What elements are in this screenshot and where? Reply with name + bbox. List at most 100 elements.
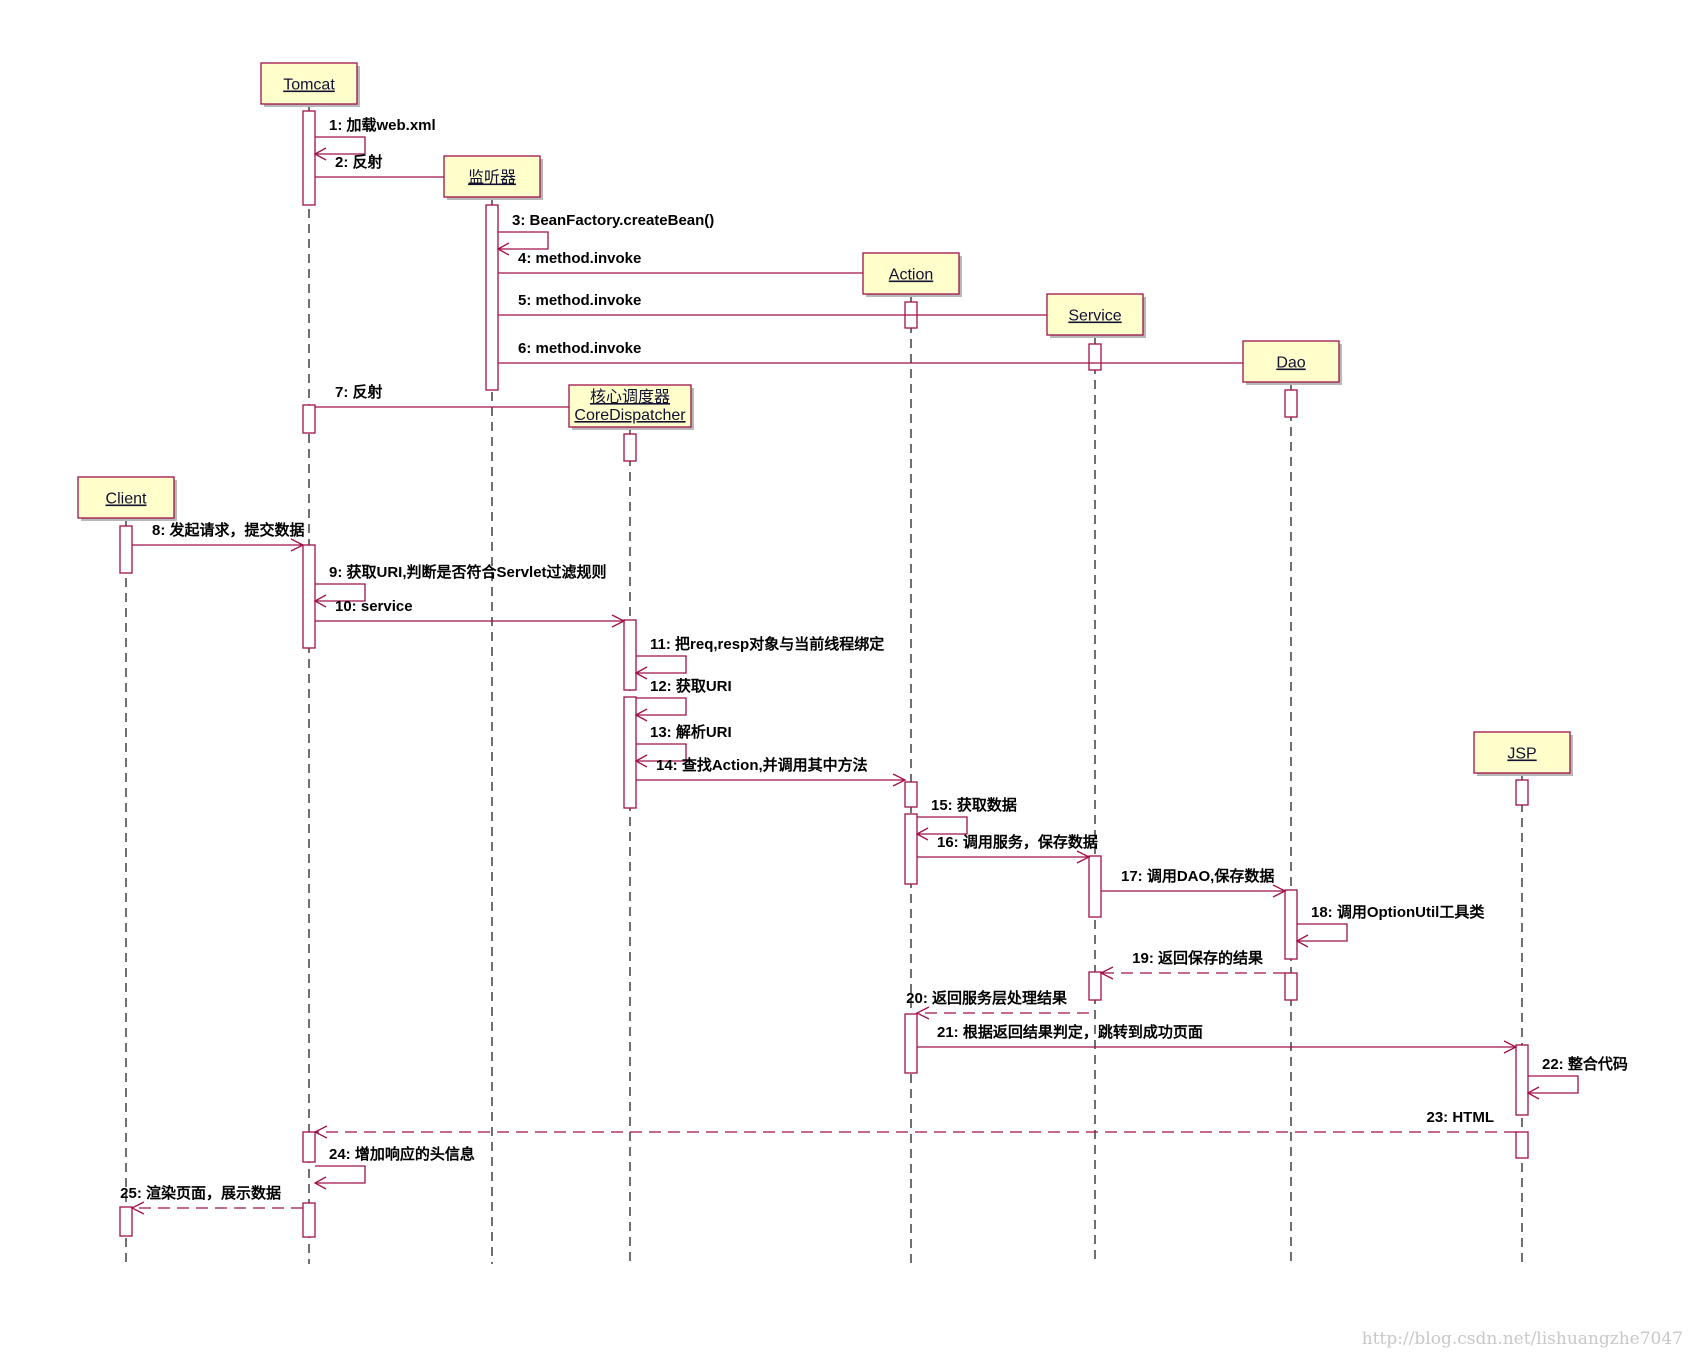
message-15: 15: 获取数据 (915, 796, 1017, 841)
message-label: 2: 反射 (335, 153, 383, 171)
message-line (636, 655, 687, 674)
message-label: 10: service (335, 598, 413, 615)
arrow-head (1076, 850, 1091, 864)
message-label: 5: method.invoke (518, 292, 641, 309)
message-label: 1: 加载web.xml (329, 116, 436, 134)
activation-listener (485, 204, 499, 391)
activation-service (1088, 855, 1102, 918)
activation-action (904, 813, 918, 885)
activation-tomcat (302, 1131, 316, 1163)
participant-box (1473, 731, 1571, 774)
activation-action (904, 1013, 918, 1074)
message-line (636, 697, 687, 716)
arrow-head (634, 666, 648, 680)
participant-listener: 监听器 (443, 155, 543, 200)
activation-core (623, 619, 637, 691)
message-19: 19: 返回保存的结果 (1099, 949, 1285, 980)
message-14: 14: 查找Action,并调用其中方法 (636, 756, 907, 787)
participant-box (77, 476, 175, 519)
activation-jsp (1515, 779, 1529, 806)
message-label: 24: 增加响应的头信息 (329, 1145, 475, 1163)
participant-box (443, 155, 541, 198)
arrow-head (1295, 934, 1309, 948)
watermark: http://blog.csdn.net/lishuangzhe7047 (1362, 1329, 1683, 1349)
participant-label: 监听器 (468, 169, 516, 187)
activation-tomcat (302, 110, 316, 206)
message-6: 6: method.invoke (498, 340, 1287, 370)
message-16: 16: 调用服务，保存数据 (917, 833, 1098, 864)
participant-box (260, 62, 358, 105)
arrow-head (611, 614, 626, 628)
messages: 1: 加载web.xml 2: 反射 3: BeanFactory.createBe… (120, 116, 1628, 1215)
message-label: 16: 调用服务，保存数据 (937, 833, 1098, 851)
message-23: 23: HTML (313, 1109, 1516, 1139)
message-21: 21: 根据返回结果判定，跳转到成功页面 (917, 1023, 1518, 1054)
arrow-head (1272, 884, 1287, 898)
message-13: 13: 解析URI (634, 723, 732, 768)
message-label: 25: 渲染页面，展示数据 (120, 1184, 281, 1202)
message-line (498, 231, 549, 250)
participant-dao: Dao (1242, 340, 1342, 385)
message-5: 5: method.invoke (498, 292, 1091, 322)
message-label: 8: 发起请求，提交数据 (152, 521, 305, 539)
message-line (315, 583, 366, 602)
message-line (315, 136, 366, 155)
message-line (1528, 1075, 1579, 1094)
arrow-head (313, 594, 327, 608)
participant-jsp: JSP (1473, 731, 1573, 776)
participant-box (568, 384, 692, 428)
message-label: 18: 调用OptionUtil工具类 (1311, 903, 1485, 921)
arrow-head (915, 827, 929, 841)
participant-label: Client (106, 491, 147, 508)
participant-label: Action (889, 267, 933, 284)
arrow-head (1526, 1086, 1540, 1100)
arrow-head (1503, 1040, 1518, 1054)
participant-client: Client (77, 476, 177, 521)
message-line (917, 816, 968, 835)
message-label: 15: 获取数据 (931, 796, 1017, 814)
message-22: 22: 整合代码 (1526, 1055, 1628, 1100)
message-17: 17: 调用DAO,保存数据 (1101, 867, 1287, 898)
arrow-head (634, 708, 648, 722)
message-24: 24: 增加响应的头信息 (313, 1145, 475, 1190)
message-label: 9: 获取URI,判断是否符合Servlet过滤规则 (329, 563, 607, 581)
participant-service: Service (1046, 293, 1146, 338)
arrow-head (496, 242, 510, 256)
arrow-head (634, 754, 648, 768)
message-12: 12: 获取URI (634, 677, 732, 722)
arrow-head (892, 773, 907, 787)
activation-tomcat (302, 404, 316, 434)
participant-label: 核心调度器 (590, 388, 670, 406)
message-label: 22: 整合代码 (1542, 1055, 1628, 1073)
message-label: 12: 获取URI (650, 677, 732, 695)
activation-core (623, 696, 637, 809)
message-4: 4: method.invoke (498, 250, 907, 280)
participant-label: Service (1068, 308, 1121, 325)
participant-box (1046, 293, 1144, 336)
activation-action (904, 781, 918, 808)
participant-label: JSP (1507, 746, 1536, 763)
message-line (1297, 923, 1348, 942)
message-label: 7: 反射 (335, 383, 383, 401)
arrow-head (130, 1201, 145, 1215)
arrow-head (915, 1006, 930, 1020)
lifelines (125, 104, 1523, 1264)
participant-box (1242, 340, 1340, 383)
message-label: 19: 返回保存的结果 (1132, 949, 1264, 967)
message-3: 3: BeanFactory.createBean() (496, 212, 714, 256)
message-10: 10: service (315, 598, 626, 628)
arrow-head (313, 1176, 327, 1190)
activation-service (1088, 971, 1102, 1001)
message-1: 1: 加载web.xml (313, 116, 436, 161)
activation-client (119, 1206, 133, 1237)
participant-label: CoreDispatcher (574, 407, 686, 424)
participant-action: Action (862, 252, 962, 297)
arrow-head (290, 538, 305, 552)
message-label: 11: 把req,resp对象与当前线程绑定 (650, 635, 884, 653)
activation-tomcat (302, 1202, 316, 1238)
activation-jsp (1515, 1131, 1529, 1159)
participant-label: Tomcat (283, 77, 335, 94)
